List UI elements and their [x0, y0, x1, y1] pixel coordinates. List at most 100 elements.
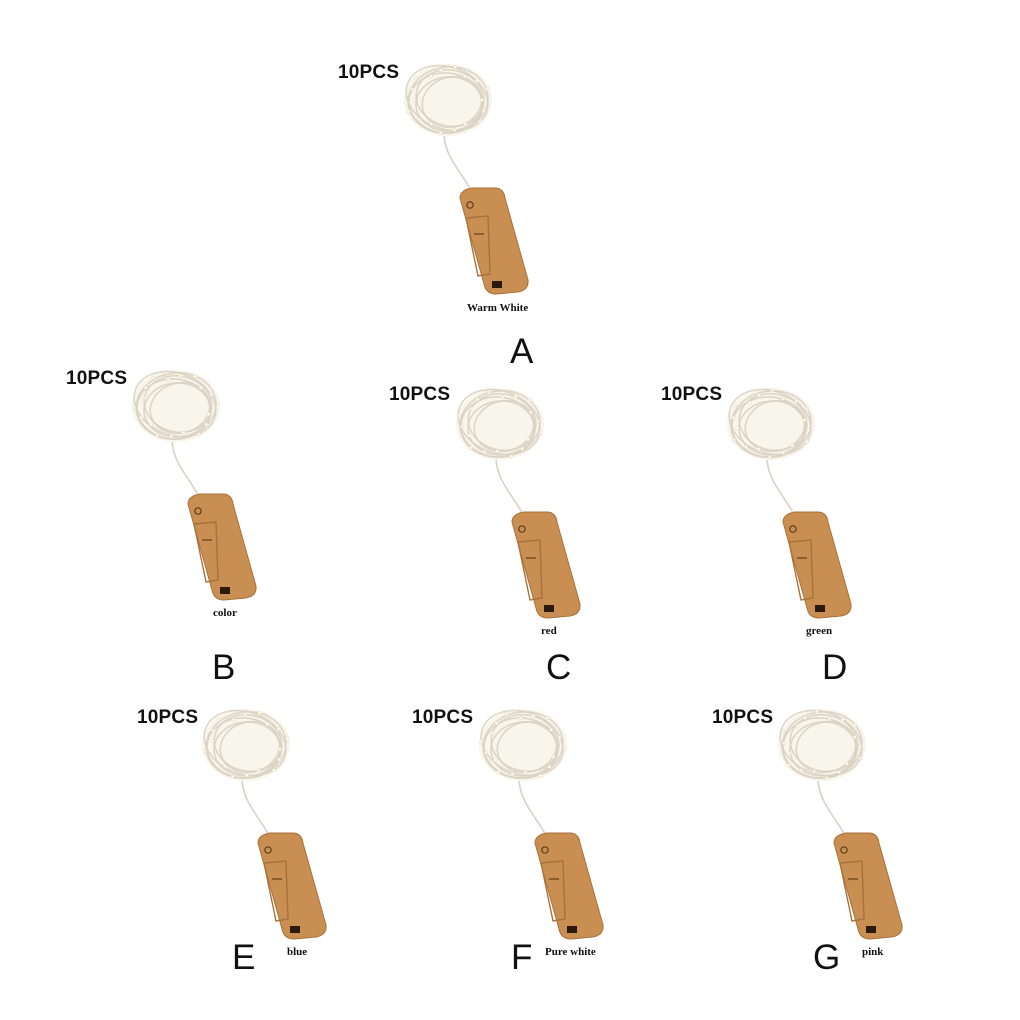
led-dot	[732, 438, 736, 442]
led-dot	[795, 724, 800, 729]
led-dot	[538, 430, 543, 435]
led-dot	[484, 750, 489, 755]
led-dot	[413, 76, 418, 81]
led-dot	[802, 715, 807, 720]
led-dot	[470, 406, 474, 411]
led-dot	[132, 405, 136, 410]
wire-coil-loop	[405, 64, 489, 132]
wire-coil-loop	[206, 717, 282, 779]
color-label: blue	[287, 946, 308, 958]
variant-d: 10PCS green D	[0, 0, 852, 687]
led-dot	[141, 396, 146, 400]
led-dot	[495, 449, 500, 454]
cork-body	[833, 832, 903, 940]
led-dot	[496, 770, 501, 775]
led-dot	[494, 721, 499, 726]
led-dot	[439, 68, 444, 72]
wire-coil-loop	[203, 709, 287, 777]
logo-mark	[466, 201, 474, 209]
cork-body	[459, 187, 529, 295]
variant-letter: A	[510, 332, 534, 371]
cork-string-light-image	[456, 388, 581, 619]
led-dot	[510, 772, 515, 777]
led-dot	[767, 455, 772, 460]
led-dot	[285, 736, 290, 741]
led-dot	[453, 65, 458, 69]
led-dot	[747, 400, 752, 405]
led-dot	[277, 747, 282, 752]
power-switch	[290, 926, 300, 933]
led-dot	[509, 454, 514, 459]
led-dot	[806, 428, 811, 432]
led-dot	[782, 741, 786, 746]
led-dot	[169, 434, 174, 439]
led-dot	[139, 415, 143, 420]
power-switch	[567, 926, 577, 933]
led-dot	[781, 450, 785, 455]
led-dot	[528, 410, 533, 415]
led-dot	[538, 773, 543, 778]
led-dot	[277, 757, 282, 762]
cork-body	[534, 832, 604, 940]
led-dot	[166, 377, 171, 382]
led-dot	[557, 735, 562, 740]
led-dot	[786, 763, 791, 768]
wire-coil-loop	[483, 717, 559, 779]
logo-mark	[264, 846, 272, 854]
led-dot	[429, 121, 433, 126]
led-dot	[481, 108, 486, 113]
variant-f: 10PCS Pure white F	[0, 0, 604, 977]
led-dot	[429, 74, 433, 79]
power-switch	[544, 605, 554, 612]
led-dot	[479, 739, 484, 744]
led-dot	[196, 432, 201, 437]
variant-letter: E	[232, 938, 256, 977]
led-dot	[216, 717, 221, 722]
power-switch	[220, 587, 230, 594]
led-dot	[193, 374, 198, 379]
led-dot	[438, 131, 443, 135]
led-dot	[216, 402, 220, 407]
variant-e: 10PCS blue E	[0, 0, 327, 977]
led-dot	[276, 727, 281, 732]
battery-cover	[263, 860, 289, 922]
led-dot	[492, 758, 497, 763]
led-dot	[526, 437, 530, 442]
led-dot	[154, 433, 159, 438]
led-dot	[210, 738, 215, 743]
logo-mark	[518, 525, 526, 533]
quantity-label: 10PCS	[66, 368, 128, 389]
led-dot	[181, 430, 186, 435]
led-dot	[416, 117, 421, 122]
led-dot	[475, 78, 480, 83]
led-dot	[265, 721, 270, 726]
color-label: green	[806, 625, 833, 637]
led-dot	[858, 744, 862, 749]
quantity-label: 10PCS	[338, 62, 400, 83]
led-dot	[756, 447, 761, 452]
battery-cover	[839, 860, 865, 922]
led-dot	[812, 769, 817, 774]
led-dot	[787, 750, 792, 755]
quantity-label: 10PCS	[137, 707, 199, 728]
led-dot	[204, 422, 209, 427]
led-dot	[230, 774, 235, 779]
battery-cover	[465, 215, 491, 277]
color-label: Pure white	[545, 946, 596, 958]
led-dot	[781, 729, 786, 734]
led-dot	[231, 717, 236, 722]
cork-body	[187, 493, 257, 601]
wire-coil-loop	[143, 382, 211, 438]
led-dot	[468, 446, 473, 450]
led-dot	[271, 768, 276, 773]
cork-string-light-image	[202, 709, 327, 940]
color-label: Warm White	[467, 302, 529, 314]
wire-coil-loop	[789, 721, 857, 777]
led-dot	[794, 399, 799, 404]
quantity-label: 10PCS	[412, 707, 474, 728]
lead-wire	[766, 459, 796, 517]
cork-body	[257, 832, 327, 940]
led-dot	[206, 412, 211, 416]
led-dot	[733, 404, 738, 409]
led-dot	[853, 722, 858, 727]
